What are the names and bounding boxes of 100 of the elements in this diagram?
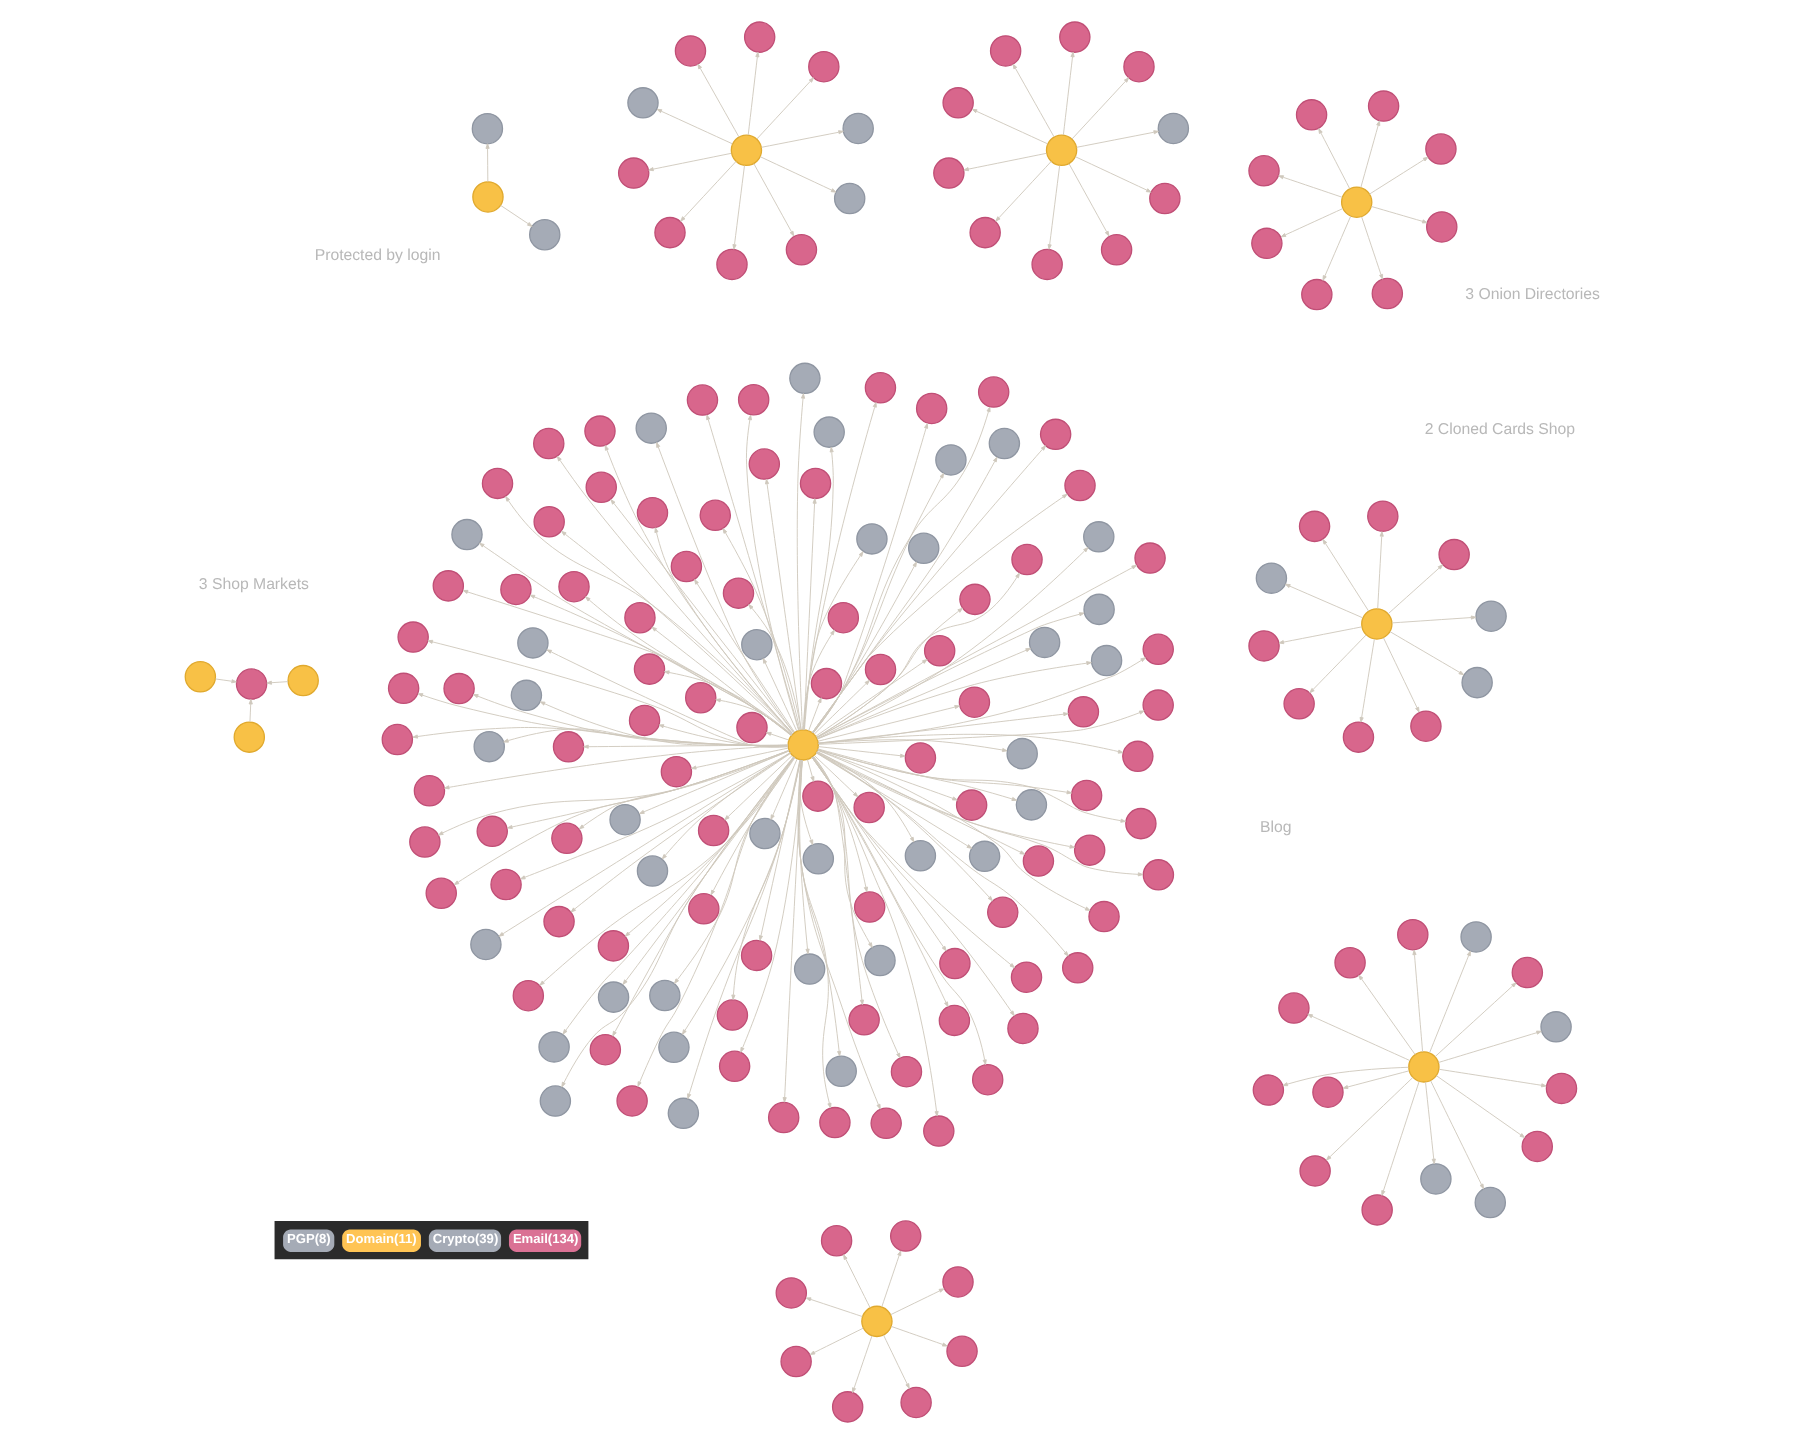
arrow bbox=[518, 752, 790, 880]
node-circle bbox=[841, 112, 873, 145]
node-circle bbox=[786, 729, 818, 761]
arrow bbox=[814, 752, 972, 849]
node-circle bbox=[1027, 626, 1060, 659]
arrow bbox=[721, 528, 800, 731]
arrow bbox=[478, 542, 791, 736]
arrow bbox=[811, 472, 944, 734]
arrow bbox=[1341, 1070, 1409, 1090]
arrow bbox=[1360, 216, 1383, 280]
arrow bbox=[970, 108, 1048, 145]
node-circle bbox=[976, 376, 1009, 408]
arrow bbox=[638, 750, 789, 815]
arrow bbox=[528, 594, 791, 736]
node-circle bbox=[1010, 543, 1042, 576]
arrow bbox=[560, 756, 794, 1088]
node-circle bbox=[739, 939, 772, 972]
node-circle bbox=[1247, 630, 1279, 662]
arrow bbox=[747, 604, 801, 731]
arrow bbox=[807, 697, 821, 732]
node-circle bbox=[1005, 737, 1037, 770]
node-circle bbox=[954, 789, 987, 821]
arrow bbox=[760, 130, 843, 148]
node-circle bbox=[779, 1345, 811, 1378]
node-circle bbox=[801, 780, 833, 812]
arrow bbox=[746, 51, 759, 136]
arrow bbox=[1011, 63, 1054, 138]
arrow bbox=[994, 160, 1051, 222]
node-circle bbox=[471, 181, 503, 213]
arrow bbox=[693, 579, 794, 733]
node-circle bbox=[819, 1225, 852, 1257]
arrow bbox=[680, 759, 800, 1035]
arrow bbox=[816, 749, 1125, 823]
arrow bbox=[739, 759, 802, 1053]
node-circle bbox=[832, 182, 865, 215]
arrow bbox=[603, 445, 793, 734]
arrow bbox=[842, 1254, 870, 1309]
node-circle bbox=[685, 384, 718, 416]
node-circle bbox=[1082, 593, 1114, 626]
node-circle bbox=[509, 679, 542, 712]
node-circle bbox=[431, 570, 464, 602]
arrow bbox=[811, 561, 916, 734]
arrow bbox=[247, 698, 252, 722]
node-circle bbox=[987, 427, 1020, 460]
arrow bbox=[214, 678, 236, 684]
node-circle bbox=[852, 891, 885, 923]
arrow bbox=[812, 756, 900, 1059]
node-circle bbox=[1250, 227, 1282, 260]
node-circle bbox=[234, 668, 267, 700]
node-circle bbox=[634, 412, 666, 444]
arrow bbox=[461, 589, 791, 736]
arrow bbox=[1411, 949, 1423, 1053]
arrow bbox=[1435, 1075, 1525, 1139]
node-circle bbox=[1419, 1163, 1451, 1195]
node-circle bbox=[380, 723, 413, 756]
arrow bbox=[758, 156, 836, 193]
arrow bbox=[962, 152, 1046, 172]
node-circle bbox=[632, 653, 665, 685]
node-circle bbox=[1063, 469, 1095, 502]
arrow bbox=[426, 639, 788, 748]
arrow bbox=[1359, 120, 1380, 189]
arrow bbox=[1325, 1077, 1413, 1161]
node-circle bbox=[798, 467, 831, 500]
arrow bbox=[802, 401, 876, 731]
arrow bbox=[1070, 77, 1129, 140]
arrow bbox=[1306, 1013, 1410, 1062]
node-circle bbox=[715, 248, 747, 281]
arrow bbox=[1321, 215, 1351, 281]
node-circle bbox=[442, 672, 474, 705]
node-circle bbox=[626, 87, 658, 119]
node-circle bbox=[616, 157, 649, 189]
node-circle bbox=[809, 667, 842, 700]
arrow bbox=[452, 750, 789, 886]
arrow bbox=[1308, 634, 1366, 694]
arrow bbox=[812, 679, 869, 735]
node-circle bbox=[740, 628, 772, 661]
arrow bbox=[815, 564, 1137, 739]
node-circle bbox=[1339, 186, 1372, 218]
arrow bbox=[798, 759, 813, 846]
node-circle bbox=[903, 742, 936, 774]
arrow bbox=[815, 751, 1025, 855]
arrow bbox=[497, 752, 790, 937]
node-circle bbox=[1544, 1072, 1577, 1105]
arrow bbox=[810, 756, 946, 952]
arrow bbox=[764, 731, 789, 741]
arrow bbox=[810, 756, 1014, 969]
node-circle bbox=[1341, 721, 1374, 753]
node-circle bbox=[386, 672, 419, 705]
node-circle bbox=[1360, 608, 1392, 640]
arrow bbox=[1277, 626, 1362, 645]
arrow bbox=[504, 496, 792, 735]
node-circle bbox=[1069, 779, 1102, 812]
node-circle bbox=[889, 1055, 922, 1088]
node-circle bbox=[499, 573, 531, 606]
node-circle bbox=[1089, 644, 1122, 677]
node-circle bbox=[1066, 696, 1099, 728]
arrow bbox=[802, 498, 816, 731]
node-circle bbox=[766, 1101, 799, 1134]
arrow bbox=[810, 456, 997, 733]
node-circle bbox=[1121, 740, 1153, 773]
